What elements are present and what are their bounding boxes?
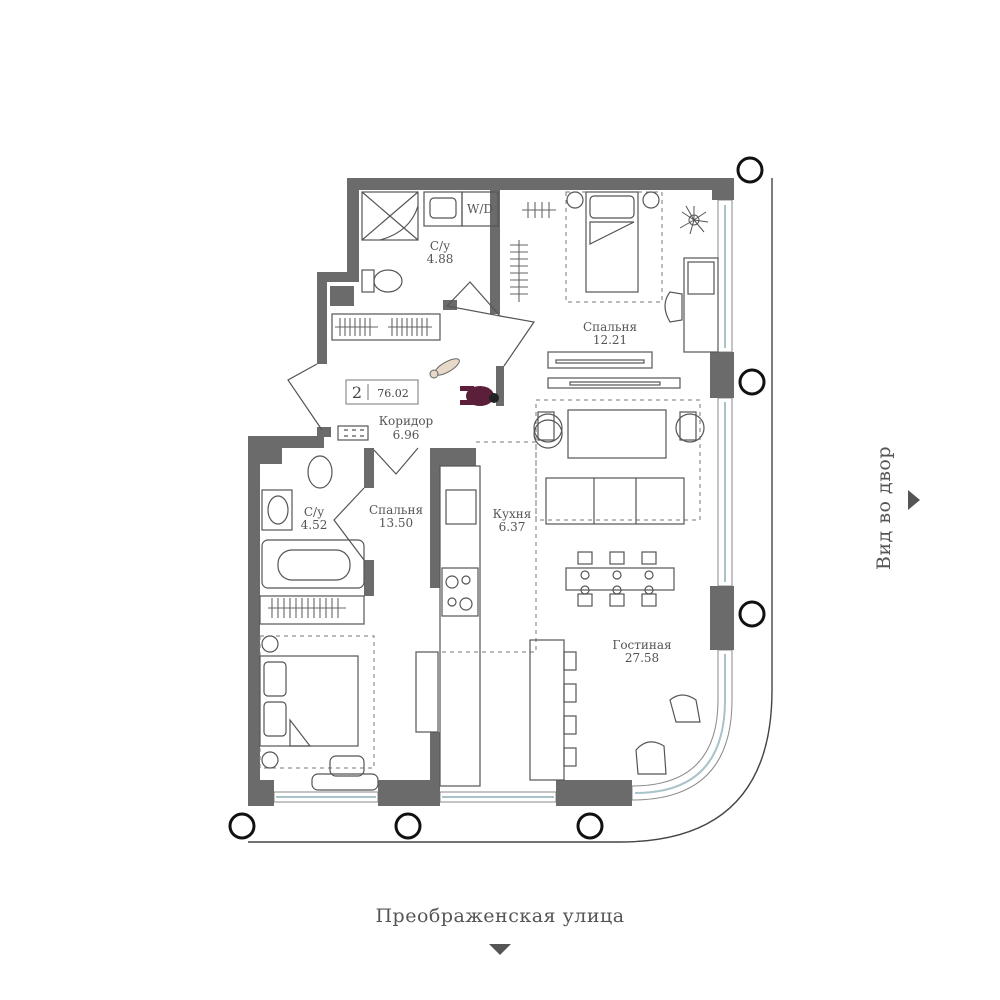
room-name-corridor: Коридор xyxy=(379,414,434,428)
wardrobe-hangers xyxy=(268,202,556,618)
walls xyxy=(248,178,734,806)
wd-label: W/D xyxy=(467,202,493,216)
arrow-down-icon xyxy=(489,944,511,955)
person-icon xyxy=(460,386,499,406)
view-courtyard-label: Вид во двор xyxy=(873,446,895,570)
room-area-bedroom2: 13.50 xyxy=(379,516,413,530)
living-furniture xyxy=(440,377,705,775)
room-name-kitchen: Кухня xyxy=(493,507,532,521)
apartment-rooms: 2 xyxy=(352,383,362,402)
bath2-fixtures xyxy=(261,455,365,589)
axis-markers xyxy=(228,156,766,840)
apartment-badge: 2 76.02 xyxy=(345,379,419,405)
dining-chairs xyxy=(577,551,657,607)
room-area-bath1: 4.88 xyxy=(427,252,454,266)
room-area-living: 27.58 xyxy=(625,651,659,665)
bath1-fixtures xyxy=(331,191,499,341)
arrow-right-icon xyxy=(908,490,920,510)
room-name-bedroom1: Спальня xyxy=(583,320,637,334)
windows xyxy=(273,199,733,803)
room-area-kitchen: 6.37 xyxy=(499,520,526,534)
corridor-items xyxy=(337,358,499,441)
room-name-bath1: С/у xyxy=(430,239,450,253)
plant-icon xyxy=(679,205,709,235)
room-area-corridor: 6.96 xyxy=(393,428,420,442)
room-name-bath2: С/у xyxy=(304,505,324,519)
dog-icon xyxy=(429,358,460,379)
room-name-bedroom2: Спальня xyxy=(369,503,423,517)
room-labels: W/D С/у 4.88 Спальня 12.21 Коридор 6.96 … xyxy=(301,202,672,665)
room-area-bath2: 4.52 xyxy=(301,518,328,532)
bedroom1-furniture xyxy=(547,191,719,369)
room-area-bedroom1: 12.21 xyxy=(593,333,627,347)
bedroom2-furniture xyxy=(259,635,379,791)
apartment-area: 76.02 xyxy=(377,387,409,400)
view-street-label: Преображенская улица xyxy=(375,905,624,927)
axis-lines xyxy=(248,178,773,843)
doors xyxy=(287,281,536,561)
room-name-living: Гостиная xyxy=(612,638,671,652)
kitchen-furniture xyxy=(415,465,577,787)
view-street: Преображенская улица xyxy=(375,905,624,955)
view-courtyard: Вид во двор xyxy=(873,446,920,570)
